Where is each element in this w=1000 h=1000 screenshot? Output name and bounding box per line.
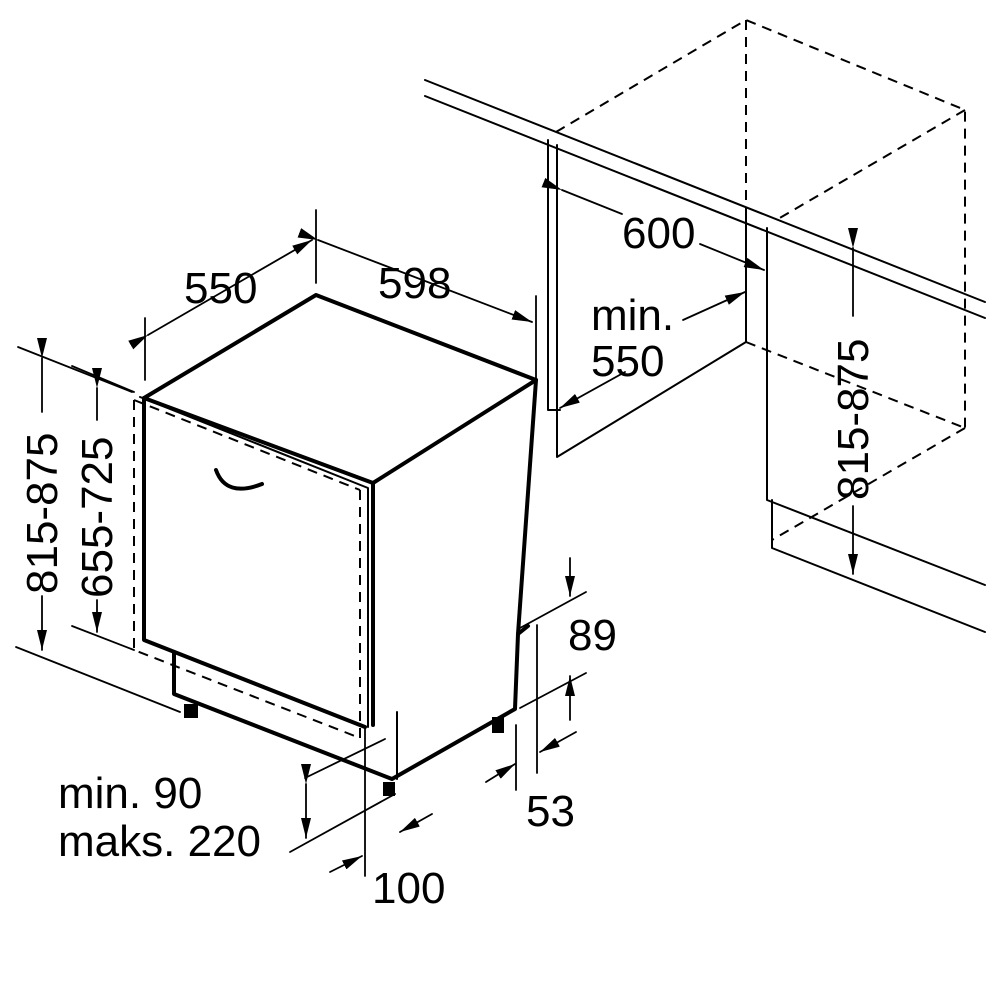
kitchen-niche [424,18,986,633]
plinth-max-label: maks. 220 [58,817,261,866]
foot-right [492,717,504,733]
plinth-min-label: min. 90 [58,769,202,818]
dimension-lines [15,177,858,877]
dishwasher-body [133,293,538,796]
appliance-height-label: 815-875 [18,433,67,594]
depth-label: 550 [184,264,257,313]
width-label: 598 [378,259,451,308]
door-handle [214,468,264,491]
toe-kick-offset-label: 53 [526,787,575,836]
toe-kick-height-label: 89 [568,611,617,660]
foot-left [184,704,198,718]
foot-inset-label: 100 [372,864,445,913]
door-height-label: 655-725 [73,437,122,598]
dimension-labels: 550 598 600 min. 550 815-875 815-875 655… [18,209,878,913]
niche-width-label: 600 [622,209,695,258]
foot-front [383,782,395,796]
niche-depth-min-value: 550 [591,337,664,386]
niche-height-label: 815-875 [829,339,878,500]
niche-depth-min-text: min. [591,291,674,340]
